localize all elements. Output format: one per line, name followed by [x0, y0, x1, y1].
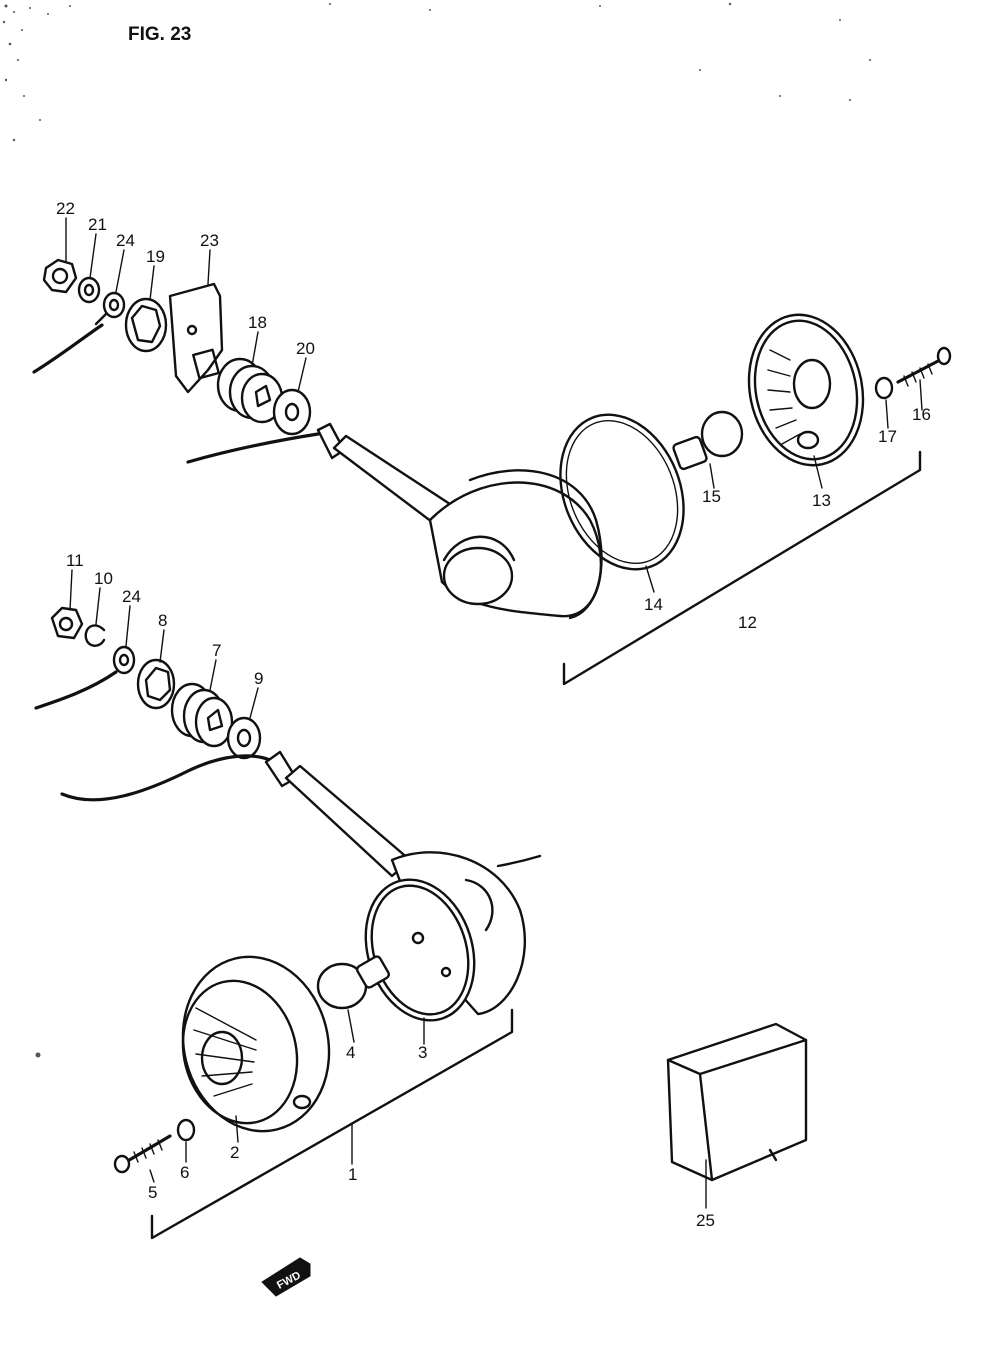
label-part-3: 3	[418, 1043, 427, 1062]
bulb-4	[316, 955, 390, 1010]
label-part-6: 6	[180, 1163, 189, 1182]
label-part-18: 18	[248, 313, 267, 332]
label-part-2: 2	[230, 1143, 239, 1162]
label-part-5: 5	[148, 1183, 157, 1202]
terminal-24-upper	[94, 291, 126, 326]
label-part-20: 20	[296, 339, 315, 358]
stem-upper	[316, 422, 458, 530]
group-bracket-1	[150, 1008, 514, 1240]
lockwasher-10	[84, 624, 106, 647]
washer-21	[77, 276, 101, 304]
washer-6	[176, 1118, 196, 1142]
label-part-12: 12	[738, 613, 757, 632]
group-bracket-12	[562, 450, 922, 686]
label-part-25: 25	[696, 1211, 715, 1230]
label-part-11: 11	[66, 551, 84, 570]
label-part-1: 1	[348, 1165, 357, 1184]
part-labels: 22 21 24 19 23 18 20 16 17 15 13 14 12 1…	[56, 199, 931, 1230]
label-part-24-upper: 24	[116, 231, 135, 250]
lens-2	[181, 955, 331, 1133]
upper-assembly	[32, 217, 952, 686]
washer-17	[874, 376, 894, 400]
label-part-17: 17	[878, 427, 897, 446]
o-ring-14	[559, 413, 685, 571]
label-part-8: 8	[158, 611, 167, 630]
bracket-23	[168, 282, 224, 394]
lens-13	[747, 313, 865, 467]
label-part-15: 15	[702, 487, 721, 506]
grommet-7	[170, 682, 234, 748]
housing-upper	[428, 469, 603, 620]
label-part-23: 23	[200, 231, 219, 250]
wire-lower-left	[34, 670, 118, 710]
wire-upper-stem	[186, 432, 320, 464]
terminal-24-lower	[112, 645, 136, 675]
nut-19	[124, 297, 168, 353]
label-part-9: 9	[254, 669, 263, 688]
relay-25	[666, 1022, 808, 1209]
wire-lower-stem	[60, 754, 272, 802]
wire-upper-left	[32, 323, 104, 374]
screw-16	[896, 346, 952, 387]
washer-9	[226, 716, 262, 760]
leader-lines-upper	[65, 217, 923, 593]
label-part-16: 16	[912, 405, 931, 424]
washer-20	[272, 388, 312, 436]
screw-5	[113, 1134, 172, 1174]
label-part-7: 7	[212, 641, 221, 660]
label-part-19: 19	[146, 247, 165, 266]
nut-8	[136, 658, 176, 710]
lower-assembly	[34, 569, 542, 1240]
fwd-marker: FWD	[261, 1257, 311, 1297]
label-part-21: 21	[88, 215, 107, 234]
grommet-18	[216, 357, 284, 424]
label-part-10: 10	[94, 569, 113, 588]
label-part-14: 14	[644, 595, 663, 614]
bulb-15	[672, 410, 744, 471]
label-part-22: 22	[56, 199, 75, 218]
nut-11	[50, 606, 84, 640]
scan-noise	[2, 2, 871, 1058]
label-part-4: 4	[346, 1043, 355, 1062]
stem-lower	[264, 750, 412, 878]
nut-22	[42, 258, 78, 294]
arrow-left-icon	[261, 1257, 311, 1297]
figure-title: FIG. 23	[128, 24, 191, 45]
label-part-24-lower: 24	[122, 587, 141, 606]
label-part-13: 13	[812, 491, 831, 510]
leader-lines-lower	[69, 569, 425, 1183]
